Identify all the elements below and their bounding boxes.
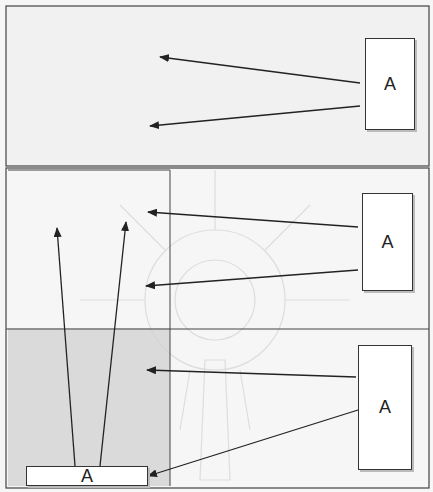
label-box: A	[358, 345, 412, 470]
lower-panel	[6, 168, 429, 488]
region-divider	[6, 328, 429, 329]
label-box: A	[26, 466, 148, 486]
box-label: A	[381, 232, 393, 253]
box-label: A	[379, 397, 391, 418]
label-box: A	[365, 38, 415, 130]
top-panel	[6, 6, 429, 166]
signal-arrow	[148, 410, 358, 476]
region-divider	[170, 170, 171, 486]
shaded-region	[8, 328, 170, 486]
box-label: A	[384, 74, 396, 95]
signal-arrow	[57, 57, 360, 466]
label-box: A	[362, 193, 413, 291]
box-label: A	[81, 466, 93, 487]
